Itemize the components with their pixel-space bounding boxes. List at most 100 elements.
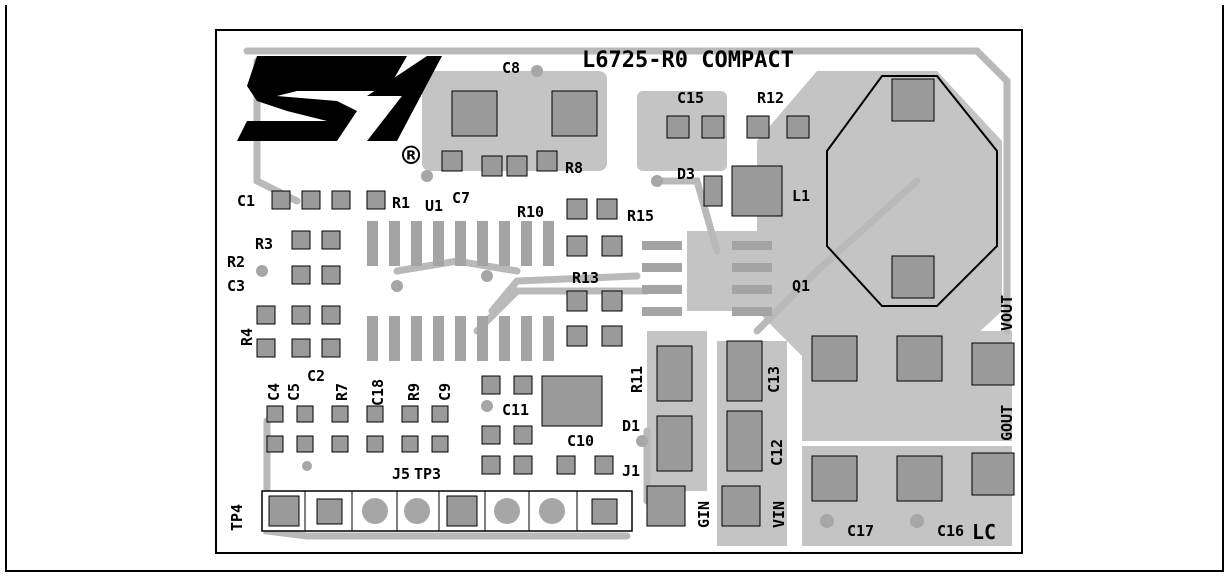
label-r9: R9 [405,383,423,401]
r8-pad-1 [506,155,528,177]
c10-pad-4 [513,455,533,475]
r4-pad-1 [256,305,276,325]
label-r11: R11 [628,366,646,393]
l1-small-pad [731,165,783,217]
label-q1: Q1 [792,277,810,295]
label-tp4: TP4 [228,504,246,531]
j1-pad-2 [594,455,614,475]
c7-small-2 [481,155,503,177]
c7-pad [451,90,498,137]
r2-pad-2 [321,265,341,285]
label-r12: R12 [757,89,784,107]
c8-pad [551,90,598,137]
c10-pad-1 [481,425,501,445]
r1-pad-2 [366,190,386,210]
trace-diag [753,177,921,335]
label-c4: C4 [265,383,283,401]
label-r13: R13 [572,269,599,287]
label-gout: GOUT [998,405,1016,441]
label-c16: C16 [937,522,964,540]
d3-pad [703,175,723,207]
c3-pad-2 [321,305,341,325]
c7-small-1 [441,150,463,172]
label-r8: R8 [565,159,583,177]
silkscreen-labels: C8 C15 R12 C7 R8 D3 L1 C1 R1 U1 R10 R15 … [227,59,1016,544]
label-c18: C18 [369,379,387,406]
r13-pad-3 [566,325,588,347]
st-logo: ® [237,56,442,174]
label-r10: R10 [517,203,544,221]
r10-pad-1 [566,198,588,220]
q1-transistor [642,241,772,316]
label-c2: C2 [307,367,325,385]
c11-pad-1 [481,375,501,395]
r13-pad-2 [601,290,623,312]
lower-left-caps [266,405,449,453]
pcb-layout: ® L6725-R0 COMPACT [227,47,1016,546]
label-vout: VOUT [998,295,1016,331]
label-c13: C13 [765,366,783,393]
c15-pad-2 [701,115,725,139]
label-r1: R1 [392,194,410,212]
label-c9: C9 [436,383,454,401]
label-c1: C1 [237,192,255,210]
label-c11: C11 [502,401,529,419]
label-r2: R2 [227,253,245,271]
pcb-board: ® L6725-R0 COMPACT [215,29,1023,554]
label-j1: J1 [622,462,640,480]
r10-pad-2 [596,198,618,220]
r13-pad-4 [601,325,623,347]
l1-outline [826,75,998,307]
label-c17: C17 [847,522,874,540]
r11-pad [656,345,693,402]
label-l1: L1 [792,187,810,205]
figure-frame [5,5,1224,572]
trace-top-loop [243,47,1011,335]
label-tp3: TP3 [414,465,441,483]
d1-pad [656,415,693,472]
c10-pad-2 [513,425,533,445]
registered-mark: ® [402,139,421,174]
c15-pad-1 [666,115,690,139]
copper-pour-l1 [757,71,1002,371]
gin-terminal [646,485,686,527]
label-r4: R4 [238,328,256,346]
trace-d3 [653,177,721,255]
label-d1: D1 [622,417,640,435]
label-c8: C8 [502,59,520,77]
c3-pad-3 [291,338,311,358]
c17-pad-1 [811,455,858,502]
r8-pad-2 [536,150,558,172]
j1-pad-1 [556,455,576,475]
header-connector [261,490,633,532]
r3-pad-1 [291,230,311,250]
r15-pad-2 [601,235,623,257]
r12-pad-1 [746,115,770,139]
c11-chip [541,375,603,427]
label-c3: C3 [227,277,245,295]
c3-pad-4 [321,338,341,358]
label-c12: C12 [768,439,786,466]
c10-pad-3 [481,455,501,475]
l1-pad-bottom [891,255,935,299]
r15-pad-1 [566,235,588,257]
r12-pad-2 [786,115,810,139]
label-c15: C15 [677,89,704,107]
c12-pad [726,410,763,472]
label-r15: R15 [627,207,654,225]
gout-terminal [971,452,1015,496]
l1-pad-top [891,78,935,122]
label-u1: U1 [425,197,443,215]
label-gin: GIN [695,501,713,528]
r4-pad-2 [256,338,276,358]
label-c10: C10 [567,432,594,450]
u1-ic [367,221,554,361]
label-c7: C7 [452,189,470,207]
vias [256,65,924,528]
c11-pad-2 [513,375,533,395]
trace-mid-1 [488,272,641,315]
label-lc: LC [972,520,996,544]
vout-terminal [971,342,1015,386]
vin-terminal [721,485,761,527]
c13-big-pad-1 [811,335,858,382]
